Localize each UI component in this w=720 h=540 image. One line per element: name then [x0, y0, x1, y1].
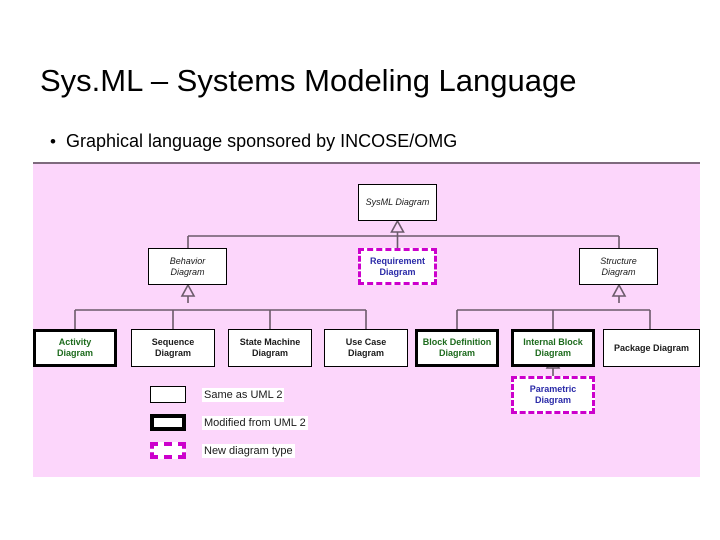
legend-row-modified: Modified from UML 2	[150, 414, 308, 431]
bullet-list: • Graphical language sponsored by INCOSE…	[40, 129, 700, 154]
node-label: Activity Diagram	[56, 337, 93, 358]
node-parametric-diagram[interactable]: Parametric Diagram	[511, 376, 595, 414]
node-internal-block-diagram[interactable]: Internal Block Diagram	[511, 329, 595, 367]
node-label: Sequence Diagram	[151, 337, 195, 358]
node-label: Use Case Diagram	[345, 337, 387, 358]
node-label: Block Definition Diagram	[422, 337, 492, 358]
node-sequence-diagram[interactable]: Sequence Diagram	[131, 329, 215, 367]
node-label: SysML Diagram	[365, 197, 430, 207]
node-use-case-diagram[interactable]: Use Case Diagram	[324, 329, 408, 367]
node-structure-diagram[interactable]: Structure Diagram	[579, 248, 658, 285]
node-label: Parametric Diagram	[529, 384, 577, 405]
legend-row-same: Same as UML 2	[150, 386, 285, 403]
node-label: State Machine Diagram	[239, 337, 301, 358]
legend-label: Modified from UML 2	[202, 415, 308, 430]
bullet-item: • Graphical language sponsored by INCOSE…	[40, 129, 700, 154]
legend-row-newtype: New diagram type	[150, 442, 295, 459]
node-behavior-diagram[interactable]: Behavior Diagram	[148, 248, 227, 285]
node-activity-diagram[interactable]: Activity Diagram	[33, 329, 117, 367]
page-title: Sys.ML – Systems Modeling Language	[40, 63, 577, 98]
node-label: Requirement Diagram	[369, 255, 425, 277]
node-package-diagram[interactable]: Package Diagram	[603, 329, 700, 367]
legend-label: New diagram type	[202, 443, 295, 458]
node-requirement-diagram[interactable]: Requirement Diagram	[358, 248, 437, 285]
legend-swatch-same-icon	[150, 386, 186, 403]
node-block-definition-diagram[interactable]: Block Definition Diagram	[415, 329, 499, 367]
node-label: Behavior Diagram	[169, 255, 206, 277]
legend-swatch-newtype-icon	[150, 442, 186, 459]
bullet-marker-icon: •	[50, 132, 56, 151]
node-sysml-diagram[interactable]: SysML Diagram	[358, 184, 437, 221]
bullet-item-text: Graphical language sponsored by INCOSE/O…	[66, 131, 458, 151]
node-label: Structure Diagram	[600, 255, 637, 277]
node-label: Package Diagram	[613, 342, 690, 353]
node-label: Internal Block Diagram	[523, 337, 583, 358]
node-state-machine-diagram[interactable]: State Machine Diagram	[228, 329, 312, 367]
legend-label: Same as UML 2	[202, 387, 285, 402]
sysml-taxonomy-diagram: SysML Diagram Behavior Diagram Requireme…	[33, 162, 700, 477]
legend-swatch-modified-icon	[150, 414, 186, 431]
